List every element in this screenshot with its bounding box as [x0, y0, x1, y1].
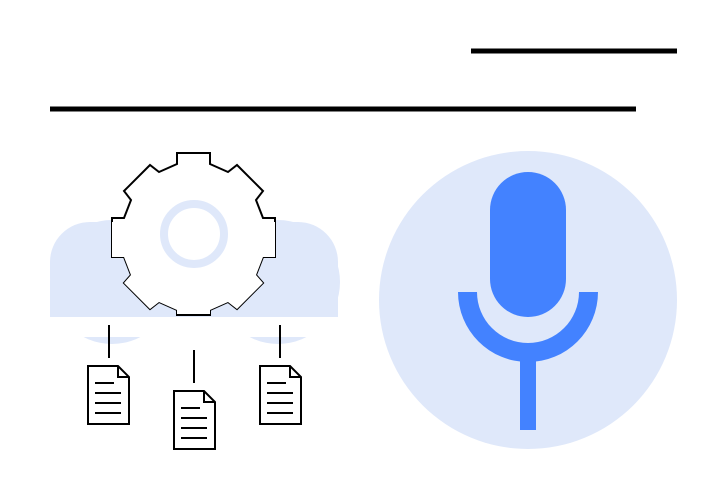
connector-lines: [108, 325, 281, 383]
microphone-stand: [520, 345, 536, 430]
document-icon-left: [87, 365, 130, 425]
gear-hub: [160, 200, 228, 268]
document-icon-center: [173, 390, 216, 450]
gear-icon: [111, 152, 276, 316]
header-lines: [50, 48, 677, 112]
microphone-icon: [379, 151, 677, 449]
document-icon-right: [259, 365, 302, 425]
microphone-holder: [458, 292, 598, 362]
microphone-capsule: [490, 172, 566, 317]
